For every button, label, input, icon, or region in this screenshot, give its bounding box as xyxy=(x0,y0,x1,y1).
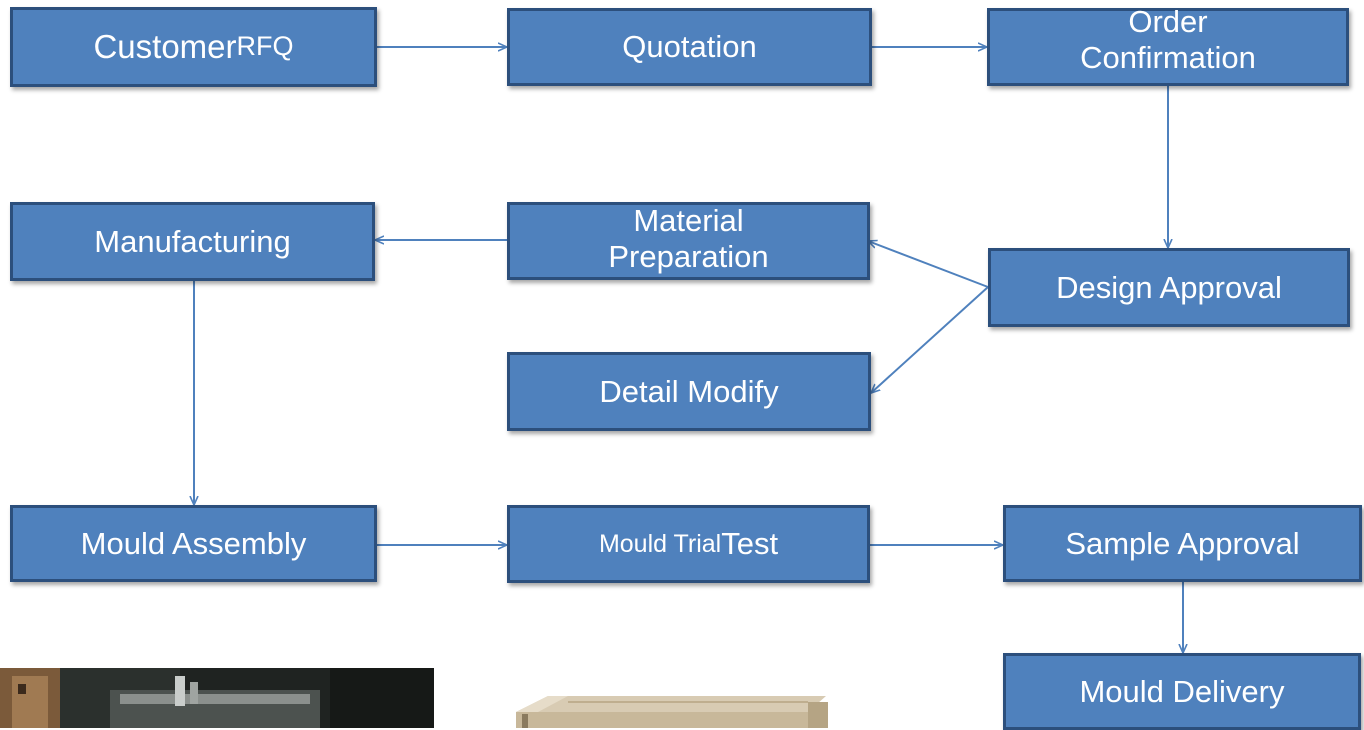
node-quotation: Quotation xyxy=(507,8,872,86)
node-order-confirmation: Order Confirmation xyxy=(987,4,1349,86)
arrow-design-to-detail xyxy=(871,286,989,393)
node-manufacturing: Manufacturing xyxy=(10,202,375,281)
node-manufacturing-label: Manufacturing xyxy=(94,223,291,259)
node-quotation-label: Quotation xyxy=(622,29,757,65)
node-mould-assembly: Mould Assembly xyxy=(10,505,377,582)
node-design-approval: Design Approval xyxy=(988,248,1350,327)
node-mould-delivery: Mould Delivery xyxy=(1003,653,1361,730)
node-order-confirmation-line1: Order xyxy=(1128,4,1208,40)
node-design-approval-label: Design Approval xyxy=(1056,269,1282,305)
mould-photo xyxy=(0,668,434,728)
node-material-preparation: Material Preparation xyxy=(507,202,870,280)
node-material-preparation-line2: Preparation xyxy=(608,239,769,274)
node-mould-trial-test-label: Test xyxy=(721,526,779,562)
node-customer-rfq: Customer RFQ xyxy=(10,7,377,87)
node-mould-trial-test: Mould Trial Test xyxy=(507,505,870,583)
node-material-preparation-line1: Material xyxy=(633,203,744,239)
node-detail-modify-label: Detail Modify xyxy=(599,373,779,409)
node-mould-assembly-label: Mould Assembly xyxy=(80,525,307,561)
node-customer-rfq-suffix: RFQ xyxy=(236,31,294,62)
node-mould-delivery-label: Mould Delivery xyxy=(1079,673,1285,709)
node-detail-modify: Detail Modify xyxy=(507,352,871,431)
node-mould-trial-test-prefix: Mould Trial xyxy=(598,529,722,558)
node-sample-approval-label: Sample Approval xyxy=(1065,525,1300,561)
node-order-confirmation-line2: Confirmation xyxy=(1080,40,1256,75)
crate-photo xyxy=(508,690,840,728)
node-sample-approval: Sample Approval xyxy=(1003,505,1362,582)
node-customer-rfq-label: Customer xyxy=(93,28,237,66)
arrow-design-to-material xyxy=(868,241,989,288)
